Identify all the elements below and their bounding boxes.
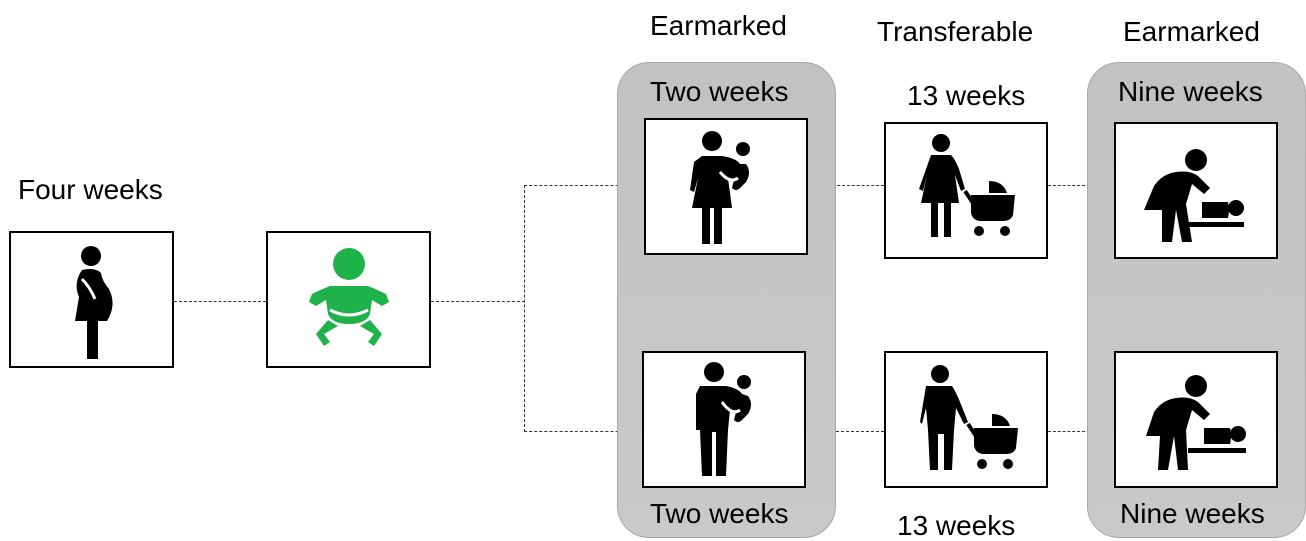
mother-late-box (1114, 122, 1278, 259)
label-father-two-weeks: Two weeks (650, 498, 789, 529)
header-transferable: Transferable (877, 16, 1034, 47)
label-mother-nine-weeks: Nine weeks (1118, 76, 1263, 107)
connector-pregnancy-baby (174, 301, 266, 302)
diaper-changing-icon (1144, 149, 1244, 242)
connector-father-late (1048, 431, 1114, 432)
connector-to-mother (524, 185, 644, 186)
father-carrying-baby-icon (696, 362, 751, 476)
baby-icon (309, 248, 389, 346)
connector-split-vertical (524, 185, 525, 432)
label-father-13-weeks: 13 weeks (897, 510, 1016, 541)
label-four-weeks: Four weeks (18, 174, 163, 205)
diaper-changing-icon (1146, 375, 1246, 470)
connector-to-father (524, 431, 644, 432)
father-with-stroller-icon (920, 365, 1018, 470)
mother-carrying-baby-icon (690, 131, 750, 244)
connector-mother-late (1048, 185, 1114, 186)
header-earmarked-last: Earmarked (1123, 16, 1260, 47)
connector-mother-mid (808, 185, 884, 186)
pregnant-woman-icon (75, 246, 113, 359)
connector-baby-split (431, 301, 525, 302)
header-earmarked-first: Earmarked (650, 10, 787, 41)
label-mother-13-weeks: 13 weeks (907, 80, 1026, 111)
connector-father-mid (806, 431, 884, 432)
mother-with-stroller-icon (919, 134, 1015, 237)
label-mother-two-weeks: Two weeks (650, 76, 789, 107)
father-late-box (1114, 351, 1278, 488)
label-father-nine-weeks: Nine weeks (1120, 498, 1265, 529)
